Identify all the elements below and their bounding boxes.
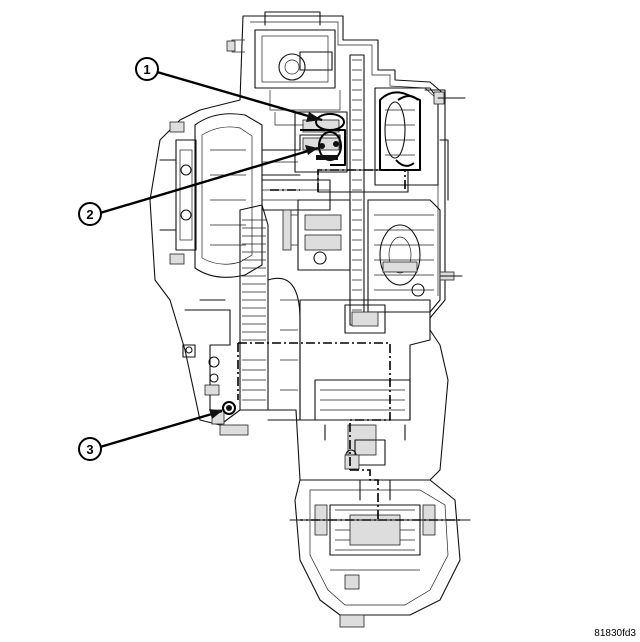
upper-clutch-pack xyxy=(317,87,466,193)
leader-arrow-3 xyxy=(209,409,222,419)
lower-clutch-pack xyxy=(367,139,463,313)
callout-2-label: 2 xyxy=(86,207,93,222)
transfer-gears xyxy=(299,299,431,470)
upper-housing xyxy=(149,11,449,481)
differential xyxy=(294,479,461,628)
callout-3-label: 3 xyxy=(86,442,93,457)
leader-line-2 xyxy=(99,146,319,215)
drain-plug-target xyxy=(222,401,236,415)
transfer-chain xyxy=(349,54,365,326)
callout-3: 3 xyxy=(78,437,102,461)
leader-line-1 xyxy=(156,70,323,122)
leader-arrow-1 xyxy=(306,112,322,122)
drive-pulley xyxy=(239,204,301,421)
leader-arrow-2 xyxy=(305,145,318,155)
callout-2: 2 xyxy=(78,202,102,226)
valve-body xyxy=(282,111,351,271)
figure-id: 81830fd3 xyxy=(594,628,636,639)
callout-1: 1 xyxy=(135,57,159,81)
torque-converter xyxy=(159,113,301,278)
leader-line-3 xyxy=(99,409,223,449)
callout-1-label: 1 xyxy=(143,62,150,77)
fluid-flow-paths xyxy=(237,189,471,521)
